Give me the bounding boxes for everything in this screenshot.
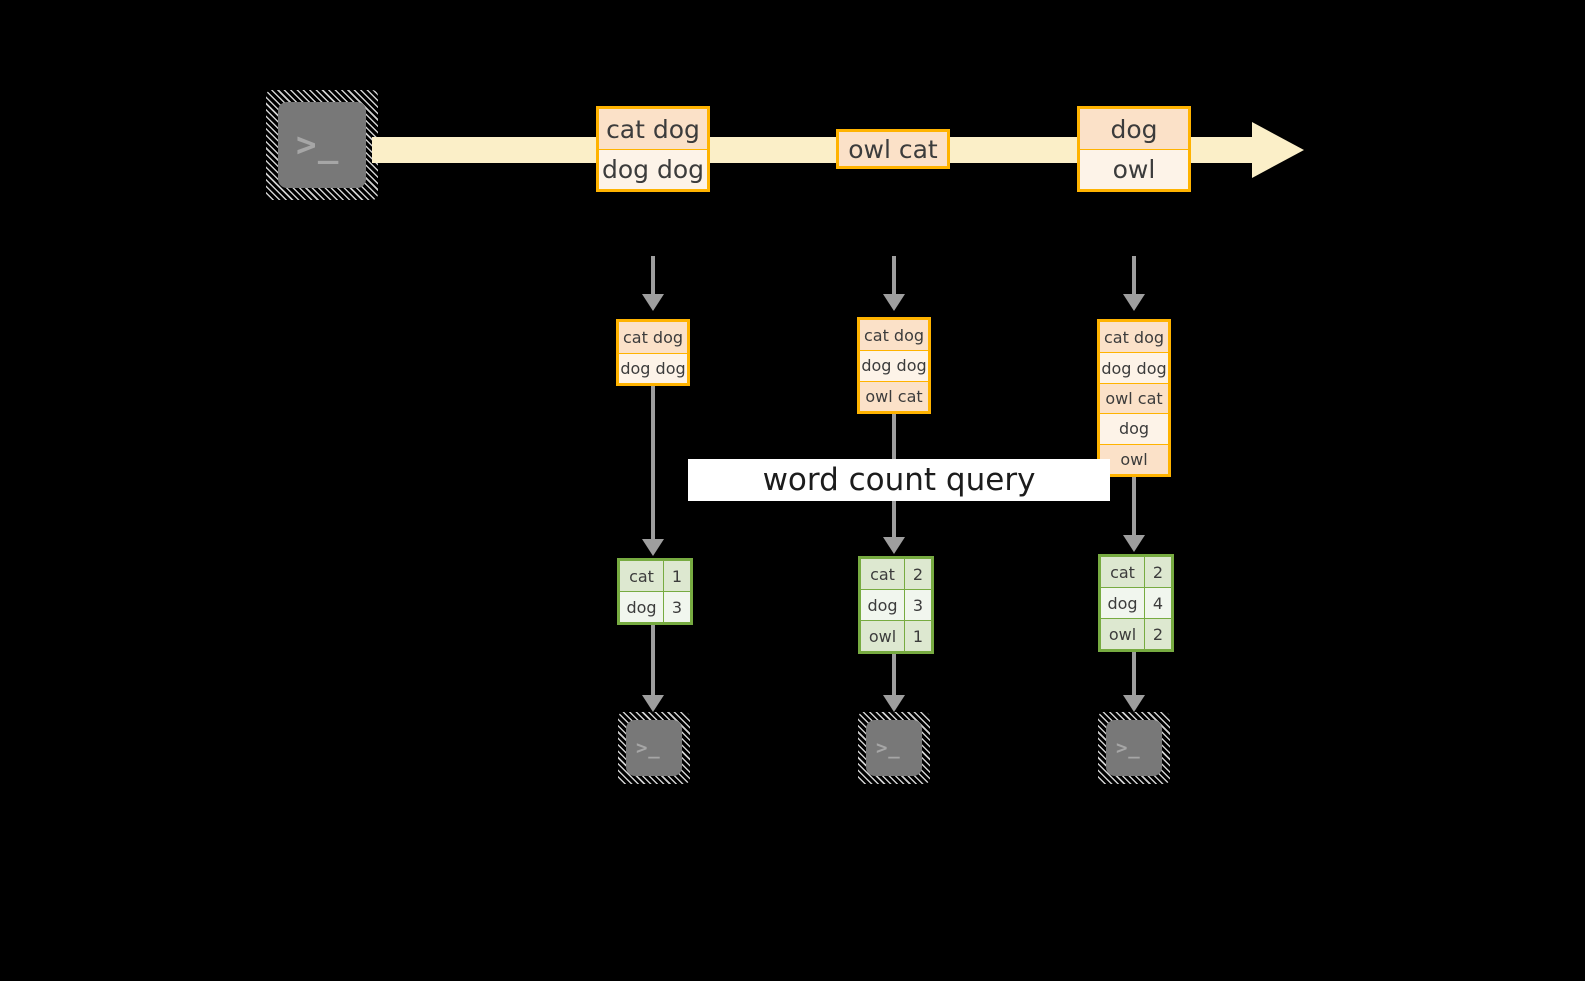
snapshot-input-table[interactable]: cat dog dog dog owl cat xyxy=(857,317,931,414)
result-word: dog xyxy=(620,592,664,622)
snapshot-sink-terminal-icon: >_ xyxy=(858,712,930,784)
result-row: dog 3 xyxy=(861,589,931,620)
snapshot-input-row: dog xyxy=(1100,413,1168,444)
sink-flow-line xyxy=(651,625,655,697)
query-label-band: word count query xyxy=(688,459,1110,501)
result-row: cat 2 xyxy=(861,559,931,589)
result-row: cat 2 xyxy=(1101,557,1171,587)
sink-flow-arrowhead xyxy=(1123,695,1145,712)
terminal-prompt-glyph: >_ xyxy=(876,737,901,759)
stream-tap-arrowhead xyxy=(1123,294,1145,311)
word-count-result-table[interactable]: cat 2 dog 4 owl 2 xyxy=(1098,554,1174,652)
query-label: word count query xyxy=(762,462,1036,498)
snapshot-input-row: cat dog xyxy=(860,320,928,351)
result-word: cat xyxy=(620,561,664,591)
stream-arrowhead xyxy=(1252,122,1304,178)
query-flow-arrowhead xyxy=(642,539,664,556)
snapshot-input-row: dog dog xyxy=(619,352,687,383)
stream-event-box[interactable]: cat dog dog dog xyxy=(596,106,710,192)
query-flow-line xyxy=(1132,477,1136,537)
snapshot-input-row: owl cat xyxy=(1100,382,1168,414)
result-word: cat xyxy=(1101,557,1145,587)
terminal-face xyxy=(278,102,366,188)
sink-flow-arrowhead xyxy=(883,695,905,712)
snapshot-input-row: cat dog xyxy=(1100,322,1168,353)
result-count: 1 xyxy=(664,561,690,591)
snapshot-sink-terminal-icon: >_ xyxy=(618,712,690,784)
stream-event-box[interactable]: owl cat xyxy=(836,129,950,169)
result-word: dog xyxy=(861,590,905,620)
result-row: cat 1 xyxy=(620,561,690,591)
sink-flow-line xyxy=(892,654,896,697)
query-flow-arrowhead xyxy=(883,537,905,554)
stream-tap-arrowhead xyxy=(883,294,905,311)
stream-event-line: cat dog xyxy=(599,109,707,149)
result-word: owl xyxy=(1101,619,1145,649)
snapshot-input-row: owl xyxy=(1100,443,1168,475)
snapshot-input-row: cat dog xyxy=(619,322,687,353)
snapshot-input-row: dog dog xyxy=(860,350,928,381)
result-word: cat xyxy=(861,559,905,589)
terminal-prompt-glyph: >_ xyxy=(296,125,340,165)
stream-event-line: dog xyxy=(1080,109,1188,149)
stream-tap-line xyxy=(892,256,896,296)
word-count-result-table[interactable]: cat 1 dog 3 xyxy=(617,558,693,625)
snapshot-input-table[interactable]: cat dog dog dog owl cat dog owl xyxy=(1097,319,1171,477)
terminal-face xyxy=(1106,720,1162,776)
result-row: dog 4 xyxy=(1101,587,1171,618)
stream-source-terminal-icon: >_ xyxy=(266,90,378,200)
result-count: 4 xyxy=(1145,588,1171,618)
result-count: 2 xyxy=(1145,619,1171,649)
stream-event-line: owl cat xyxy=(839,132,947,166)
query-flow-line xyxy=(651,386,655,541)
result-row: dog 3 xyxy=(620,591,690,622)
stream-tap-line xyxy=(1132,256,1136,296)
result-count: 2 xyxy=(1145,557,1171,587)
result-row: owl 1 xyxy=(861,620,931,651)
sink-flow-line xyxy=(1132,652,1136,697)
snapshot-input-table[interactable]: cat dog dog dog xyxy=(616,319,690,386)
snapshot-input-row: dog dog xyxy=(1100,352,1168,383)
word-count-result-table[interactable]: cat 2 dog 3 owl 1 xyxy=(858,556,934,654)
stream-event-line: dog dog xyxy=(599,149,707,189)
terminal-face xyxy=(866,720,922,776)
snapshot-input-row: owl cat xyxy=(860,380,928,411)
result-count: 1 xyxy=(905,621,931,651)
result-count: 3 xyxy=(664,592,690,622)
result-word: dog xyxy=(1101,588,1145,618)
result-row: owl 2 xyxy=(1101,618,1171,649)
result-count: 3 xyxy=(905,590,931,620)
result-count: 2 xyxy=(905,559,931,589)
stream-event-line: owl xyxy=(1080,149,1188,189)
snapshot-sink-terminal-icon: >_ xyxy=(1098,712,1170,784)
stream-tap-line xyxy=(651,256,655,296)
terminal-prompt-glyph: >_ xyxy=(1116,737,1141,759)
result-word: owl xyxy=(861,621,905,651)
terminal-prompt-glyph: >_ xyxy=(636,737,661,759)
sink-flow-arrowhead xyxy=(642,695,664,712)
stream-event-box[interactable]: dog owl xyxy=(1077,106,1191,192)
terminal-face xyxy=(626,720,682,776)
stream-tap-arrowhead xyxy=(642,294,664,311)
query-flow-arrowhead xyxy=(1123,535,1145,552)
